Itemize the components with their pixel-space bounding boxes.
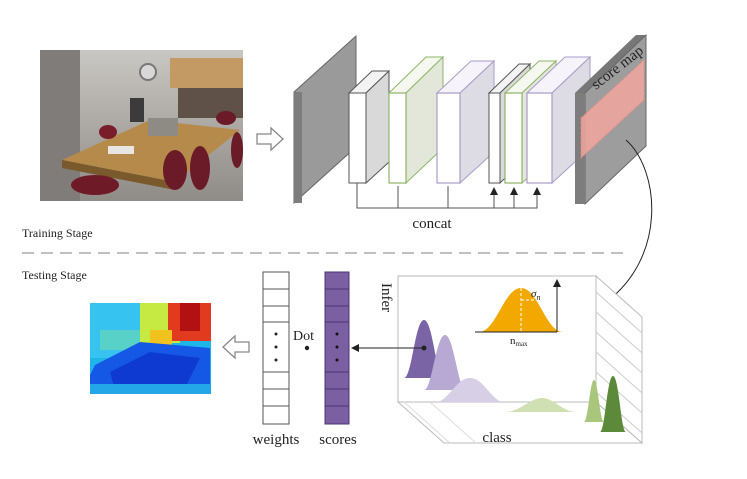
concat-label: concat bbox=[412, 216, 452, 232]
distribution-panel bbox=[351, 274, 644, 445]
network-diagram bbox=[293, 33, 647, 209]
training-stage-label: Training Stage bbox=[22, 226, 93, 240]
weights-vector bbox=[262, 271, 290, 425]
nmax-label: nmax bbox=[510, 335, 528, 348]
scores-label: scores bbox=[319, 432, 357, 448]
infer-label: Infer bbox=[378, 283, 394, 312]
dot-label: Dot bbox=[293, 329, 314, 344]
testing-stage-label: Testing Stage bbox=[22, 268, 87, 282]
hollow-arrow-icon bbox=[256, 126, 284, 152]
dot-product-symbol bbox=[304, 345, 310, 351]
class-label: class bbox=[482, 430, 511, 446]
scores-vector bbox=[324, 271, 350, 425]
output-depth-map bbox=[90, 303, 211, 394]
input-room-photo bbox=[40, 50, 243, 201]
hollow-arrow-left-icon bbox=[222, 334, 250, 360]
score-map-to-infer-arrow bbox=[601, 139, 653, 306]
weights-label: weights bbox=[253, 432, 300, 448]
sigma-label: σn bbox=[531, 288, 540, 302]
